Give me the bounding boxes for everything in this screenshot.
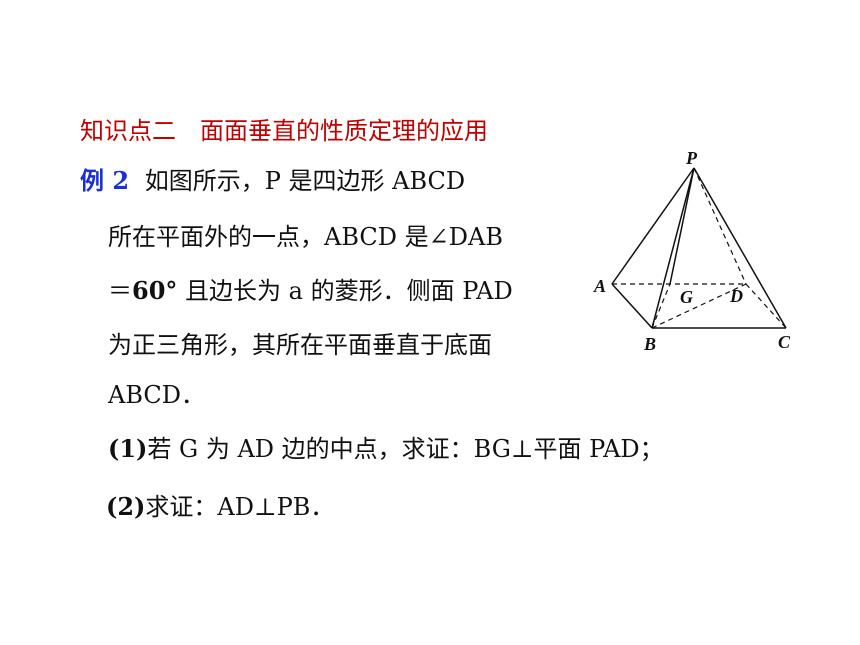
label-a: A	[593, 276, 606, 296]
example-text-3: 且边长为 a 的菱形．侧面 PAD	[185, 277, 513, 305]
example-text-1: 如图所示，P 是四边形 ABCD	[144, 167, 466, 195]
example-line-5: ABCD．	[108, 381, 206, 409]
question-1: (1)若 G 为 AD 边的中点，求证：BG⊥平面 PAD；	[108, 434, 664, 464]
example-line-2: 所在平面外的一点，ABCD 是∠DAB	[108, 223, 503, 251]
question-1-number: (1)	[108, 434, 148, 463]
question-2: (2)求证：AD⊥PB．	[106, 492, 334, 522]
label-p: P	[685, 148, 698, 168]
label-b: B	[643, 334, 656, 354]
example-line-1: 例 2 如图所示，P 是四边形 ABCD	[80, 166, 465, 196]
label-g: G	[680, 287, 693, 307]
example-label: 例 2	[80, 166, 130, 195]
pyramid-figure: P A B C D G	[593, 148, 791, 354]
label-d: D	[729, 286, 743, 306]
example-line-3: ＝60° 且边长为 a 的菱形．侧面 PAD	[108, 276, 513, 306]
label-c: C	[778, 332, 791, 352]
section-heading: 知识点二 面面垂直的性质定理的应用	[80, 117, 488, 145]
equals-sign: ＝	[108, 277, 132, 305]
question-2-text: 求证：AD⊥PB．	[145, 493, 335, 521]
pyramid-solid-edges	[611, 167, 787, 329]
question-2-number: (2)	[106, 492, 146, 521]
pyramid-hidden-edges	[612, 167, 787, 329]
question-1-text: 若 G 为 AD 边的中点，求证：BG⊥平面 PAD；	[147, 435, 664, 463]
angle-value: 60°	[132, 276, 178, 305]
example-line-4: 为正三角形，其所在平面垂直于底面	[108, 331, 492, 359]
